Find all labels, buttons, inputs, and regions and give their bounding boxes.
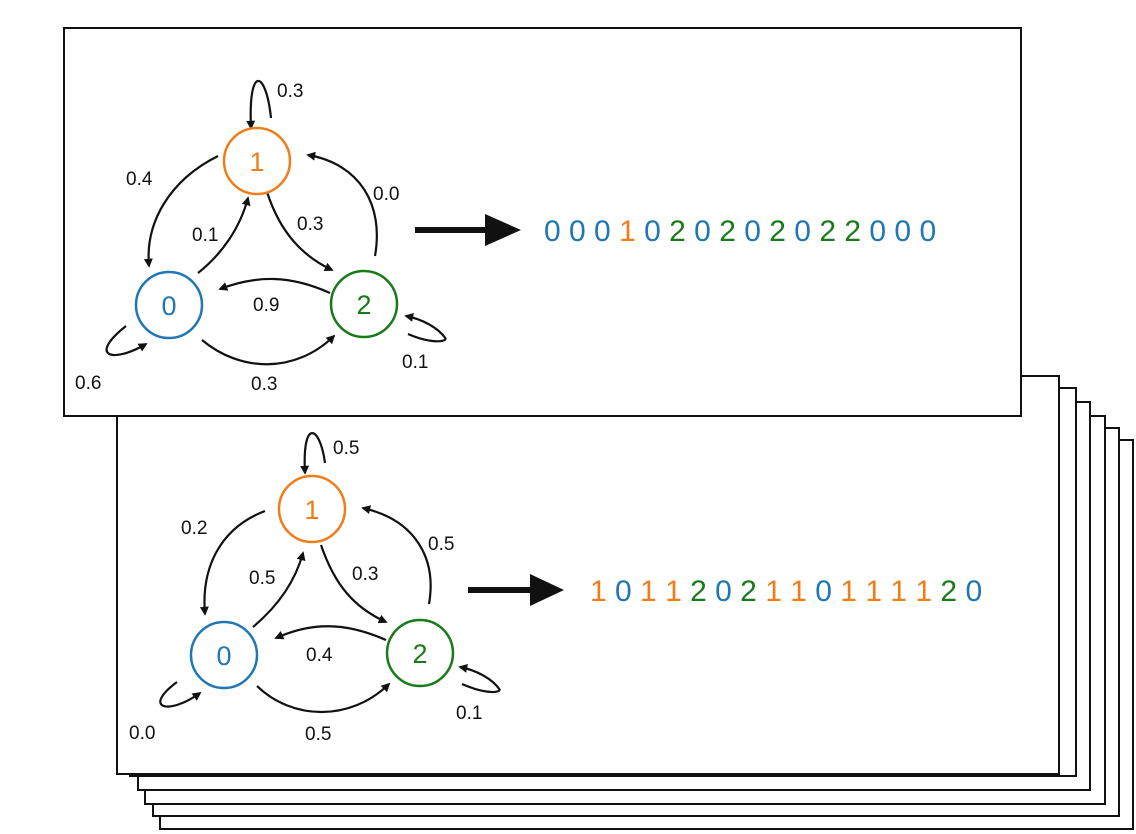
sequence-state: 1 <box>857 575 882 608</box>
sequence-state: 2 <box>711 215 736 248</box>
edge-label-2-0: 0.9 <box>253 295 279 316</box>
edge-label-self-0: 0.0 <box>129 723 155 744</box>
sequence-state: 0 <box>607 575 632 608</box>
edge-label-1-0: 0.2 <box>181 518 207 539</box>
arrow-head <box>485 214 521 246</box>
edge-2-0 <box>218 277 331 295</box>
node-0-label: 0 <box>216 641 231 671</box>
sequence-state: 0 <box>636 215 661 248</box>
sequence-state: 1 <box>782 575 807 608</box>
edge-label-self-2: 0.1 <box>456 703 482 724</box>
edge-label-self-1: 0.3 <box>277 81 303 102</box>
edge-self-1 <box>300 432 327 475</box>
edge-1-2 <box>319 544 388 624</box>
sequence-output: 1 0 1 1 2 0 2 1 1 0 1 1 1 1 2 0 <box>590 575 982 608</box>
sequence-output: 0 0 0 1 0 2 0 2 0 2 0 2 2 0 0 0 <box>544 215 936 248</box>
edge-self-1 <box>246 79 273 130</box>
edge-0-1 <box>252 551 306 628</box>
edge-self-0 <box>105 325 148 357</box>
panel-frame <box>63 27 1022 417</box>
sequence-state: 1 <box>907 575 932 608</box>
edge-label-0-1: 0.5 <box>249 568 275 589</box>
edge-label-0-2: 0.5 <box>305 724 331 745</box>
node-1 <box>222 126 292 196</box>
node-1-label: 1 <box>304 495 319 525</box>
sequence-state: 2 <box>761 215 786 248</box>
sequence-state: 0 <box>736 215 761 248</box>
edge-self-0 <box>159 681 202 708</box>
edge-label-2-1: 0.0 <box>373 184 399 205</box>
sequence-state: 1 <box>832 575 857 608</box>
node-1-label: 1 <box>249 147 264 177</box>
sequence-state: 1 <box>590 575 607 608</box>
edge-label-self-1: 0.5 <box>333 438 359 459</box>
node-2-label: 2 <box>356 290 371 320</box>
node-2-label: 2 <box>412 639 427 669</box>
edge-label-self-2: 0.1 <box>402 352 428 373</box>
sequence-state: 2 <box>811 215 836 248</box>
sequence-state: 0 <box>586 215 611 248</box>
sequence-state: 0 <box>561 215 586 248</box>
node-0 <box>189 620 259 690</box>
sequence-state: 0 <box>861 215 886 248</box>
sequence-state: 0 <box>707 575 732 608</box>
edge-0-2 <box>256 682 391 713</box>
edge-label-0-1: 0.1 <box>192 225 218 246</box>
sequence-state: 0 <box>786 215 811 248</box>
edge-0-1 <box>197 196 251 274</box>
edge-label-self-0: 0.6 <box>75 373 101 394</box>
node-2 <box>385 618 455 688</box>
edge-label-2-0: 0.4 <box>306 645 333 666</box>
node-2 <box>329 269 399 339</box>
edge-0-2 <box>201 334 336 366</box>
edge-self-2-tail <box>461 682 501 694</box>
sequence-state: 1 <box>611 215 636 248</box>
node-0-label: 0 <box>161 291 176 321</box>
sequence-state: 0 <box>544 215 561 248</box>
edge-self-2-tail <box>407 332 447 343</box>
sequence-state: 0 <box>686 215 711 248</box>
sequence-state: 0 <box>911 215 936 248</box>
sequence-state: 2 <box>932 575 957 608</box>
edge-label-1-2: 0.3 <box>352 564 378 585</box>
edge-label-1-0: 0.4 <box>126 169 153 190</box>
edge-2-1 <box>361 505 432 605</box>
edge-self-2 <box>404 313 447 340</box>
edge-1-0 <box>199 509 266 616</box>
edge-label-1-2: 0.3 <box>297 214 323 235</box>
sequence-state: 0 <box>807 575 832 608</box>
edge-1-0 <box>143 155 219 268</box>
sequence-state: 1 <box>632 575 657 608</box>
panel-frame <box>116 375 1060 775</box>
edge-self-2 <box>458 664 501 691</box>
arrow-head <box>530 574 564 606</box>
sequence-state: 2 <box>661 215 686 248</box>
sequence-state: 1 <box>882 575 907 608</box>
sequence-state: 1 <box>757 575 782 608</box>
sequence-state: 2 <box>836 215 861 248</box>
node-1 <box>277 474 347 544</box>
panel-second: 1 0 2 0.5 0.2 0.5 0.3 0.5 0.4 0.0 0.5 0.… <box>116 375 1060 775</box>
sequence-state: 0 <box>886 215 911 248</box>
edge-2-0 <box>274 625 387 642</box>
sequence-state: 0 <box>957 575 982 608</box>
sequence-state: 2 <box>732 575 757 608</box>
sequence-state: 2 <box>682 575 707 608</box>
edge-2-1 <box>306 151 378 257</box>
edge-label-0-2: 0.3 <box>251 374 277 395</box>
sequence-state: 1 <box>657 575 682 608</box>
panel-front: 1 0 2 0.3 0.4 0.1 0.3 0.0 0.9 0.6 0.3 0.… <box>63 27 1022 417</box>
edge-1-2 <box>265 191 334 272</box>
edge-label-2-1: 0.5 <box>428 534 454 555</box>
node-0 <box>134 270 204 340</box>
